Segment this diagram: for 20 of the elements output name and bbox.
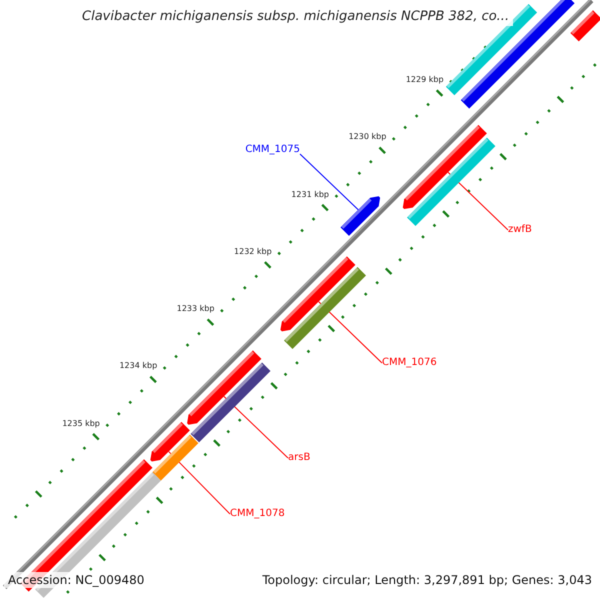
genome-info-text: Topology: circular; Length: 3,297,891 bp; Genes: 3,043 [260,572,594,588]
gene-label: arsB [288,452,310,464]
gene-label: CMM_1075 [245,144,300,156]
gene-label: CMM_1076 [382,357,437,369]
gene-feature [402,124,487,209]
leader-line [300,154,359,210]
tick-label: 1229 kbp [406,75,444,84]
gene-feature [187,350,262,425]
leader-line [448,172,508,230]
gene-label: CMM_1078 [230,508,285,520]
gene-feature [280,256,356,332]
gene-feature [150,422,190,462]
tick-label: 1234 kbp [119,361,158,370]
tick-label: 1233 kbp [176,304,214,314]
leader-line [223,396,288,458]
leader-line [318,301,382,364]
gene-feature [340,196,380,236]
gene-label: zwfB [508,224,532,236]
leader-line [168,451,230,514]
tick-label: 1235 kbp [62,418,100,428]
